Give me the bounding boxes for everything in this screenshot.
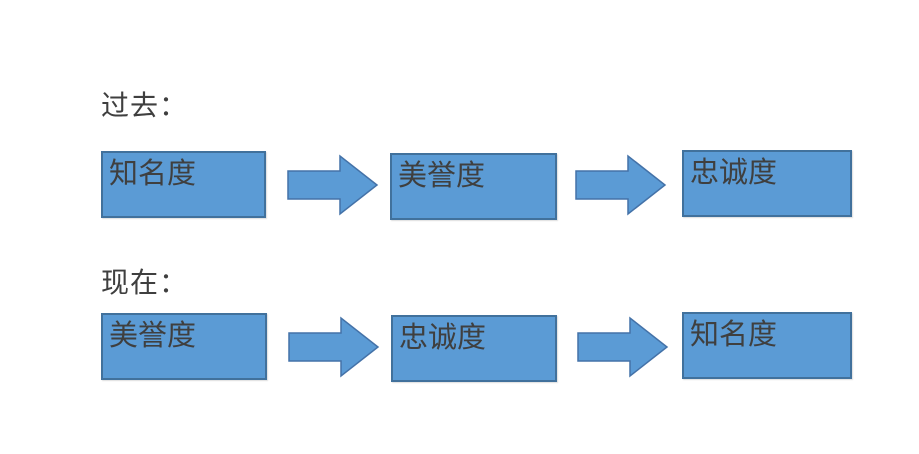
flow-box-present-1: 美誉度 [101, 313, 267, 380]
right-arrow-icon [287, 154, 379, 216]
flow-box-label: 美誉度 [109, 320, 197, 352]
flow-box-present-2: 忠诚度 [391, 315, 557, 382]
right-arrow-icon [577, 316, 669, 378]
flow-box-label: 美誉度 [398, 160, 486, 192]
right-arrow-icon [288, 316, 380, 378]
flow-box-past-2: 美誉度 [390, 153, 557, 220]
flow-box-present-3: 知名度 [682, 312, 852, 379]
row-label-past: 过去： [101, 90, 189, 121]
flow-box-label: 忠诚度 [690, 157, 778, 189]
flow-box-past-1: 知名度 [101, 151, 266, 218]
flow-box-past-3: 忠诚度 [682, 150, 852, 217]
flow-box-label: 忠诚度 [399, 322, 487, 354]
right-arrow-icon [575, 154, 667, 216]
flow-box-label: 知名度 [109, 158, 197, 190]
row-label-present: 现在： [101, 267, 189, 298]
flow-box-label: 知名度 [690, 319, 778, 351]
